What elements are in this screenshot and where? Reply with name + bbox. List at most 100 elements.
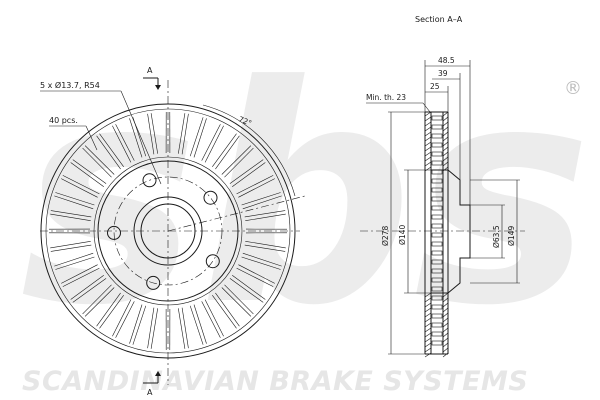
bolt-pattern-label: 5 x Ø13.7, R54 bbox=[40, 80, 100, 90]
disc-profile bbox=[424, 111, 520, 358]
vane-line bbox=[245, 241, 286, 249]
vane-line bbox=[72, 159, 107, 184]
vane-line bbox=[82, 147, 112, 178]
hatch-line bbox=[442, 151, 449, 157]
vane-slot bbox=[431, 232, 443, 238]
vane-line bbox=[84, 145, 115, 175]
vane-line bbox=[50, 244, 92, 252]
vane-slot bbox=[431, 259, 443, 265]
hatch-line bbox=[442, 156, 449, 162]
vane-line bbox=[54, 252, 94, 267]
vane-line bbox=[201, 124, 221, 161]
hatch-line bbox=[424, 141, 432, 147]
hatch-line bbox=[424, 322, 432, 328]
hatch-line bbox=[442, 136, 449, 142]
hatch-line bbox=[442, 292, 449, 298]
hatch-line bbox=[424, 116, 432, 122]
vane-line bbox=[96, 292, 121, 327]
section-marker-top: A bbox=[147, 66, 153, 75]
vane-line bbox=[224, 284, 254, 315]
vane-line bbox=[147, 307, 155, 349]
vane-line bbox=[244, 244, 286, 252]
section-view: Section A–A 48.5 39 25 Min. th. 23 bbox=[360, 15, 525, 358]
vane-hatching bbox=[424, 111, 449, 358]
vane-slot bbox=[431, 340, 443, 346]
vane-line bbox=[212, 295, 237, 329]
vane-line bbox=[50, 213, 91, 221]
hatch-line bbox=[442, 121, 449, 127]
vane-line bbox=[62, 175, 100, 195]
vane-line bbox=[150, 113, 158, 154]
vane-line bbox=[241, 256, 281, 270]
angle-reference-line bbox=[167, 195, 306, 232]
section-arrowhead-top bbox=[155, 85, 161, 90]
hatch-line bbox=[424, 352, 432, 358]
vane-slot bbox=[431, 286, 443, 292]
bolt-hole bbox=[205, 254, 220, 269]
vane-slot bbox=[431, 250, 443, 256]
vane-line bbox=[232, 275, 266, 300]
vane-line bbox=[62, 267, 100, 287]
vane-line bbox=[72, 278, 107, 303]
vane-line bbox=[50, 210, 92, 218]
hatch-line bbox=[424, 297, 432, 303]
dia-center-bore-label: Ø63.5 bbox=[492, 225, 501, 248]
vane-line bbox=[50, 241, 91, 249]
hatch-line bbox=[442, 342, 449, 348]
vane-line bbox=[54, 195, 94, 210]
hatch-line bbox=[442, 126, 449, 132]
vane-line bbox=[181, 113, 189, 155]
vane-slot bbox=[431, 295, 443, 301]
bolt-hole bbox=[146, 275, 161, 290]
vane-count-label: 40 pcs. bbox=[49, 116, 78, 125]
vane-line bbox=[112, 299, 132, 337]
hatch-line bbox=[424, 131, 432, 137]
vane-slot bbox=[431, 187, 443, 193]
vane-line bbox=[221, 287, 252, 317]
vane-line bbox=[193, 118, 207, 158]
min-thickness-label: Min. th. 23 bbox=[366, 93, 406, 102]
vane-line bbox=[112, 125, 132, 163]
vane-slot bbox=[431, 124, 443, 130]
hatch-line bbox=[424, 312, 432, 318]
hatch-line bbox=[442, 312, 449, 318]
vane-line bbox=[236, 175, 274, 195]
hatch-line bbox=[424, 342, 432, 348]
vane-line bbox=[242, 252, 282, 267]
vane-line bbox=[215, 292, 240, 327]
vane-slot bbox=[431, 241, 443, 247]
vane-line bbox=[212, 133, 237, 167]
dim-overall-height: 48.5 bbox=[438, 56, 455, 65]
vane-line bbox=[181, 307, 189, 349]
vane-slot bbox=[431, 160, 443, 166]
vane-line bbox=[147, 113, 155, 155]
hatch-line bbox=[424, 161, 432, 167]
dia-140-label: Ø140 bbox=[398, 225, 407, 245]
hatch-line bbox=[442, 322, 449, 328]
sbs-logo-watermark: sbs bbox=[20, 22, 592, 371]
dia-outer-label: Ø278 bbox=[381, 226, 390, 246]
cooling-vanes bbox=[48, 111, 288, 351]
bolt-pattern-leader bbox=[120, 90, 162, 185]
vane-line bbox=[242, 195, 282, 210]
vane-line bbox=[238, 264, 275, 284]
vane-line bbox=[61, 264, 98, 284]
bolt-holes bbox=[107, 173, 220, 290]
section-title: Section A–A bbox=[415, 15, 463, 24]
vane-line bbox=[244, 210, 286, 218]
hatch-line bbox=[442, 297, 449, 303]
vane-line bbox=[215, 135, 240, 170]
hatch-line bbox=[442, 307, 449, 313]
vane-line bbox=[178, 308, 186, 349]
hatch-line bbox=[424, 121, 432, 127]
vane-line bbox=[229, 278, 264, 303]
vane-line bbox=[70, 162, 104, 187]
hatch-line bbox=[442, 327, 449, 333]
hatch-line bbox=[424, 337, 432, 343]
hatch-line bbox=[424, 146, 432, 152]
vane-line bbox=[221, 145, 252, 175]
vane-line bbox=[99, 133, 124, 167]
dia-149-label: Ø149 bbox=[507, 226, 516, 246]
hatch-line bbox=[424, 302, 432, 308]
vane-line bbox=[193, 304, 207, 344]
